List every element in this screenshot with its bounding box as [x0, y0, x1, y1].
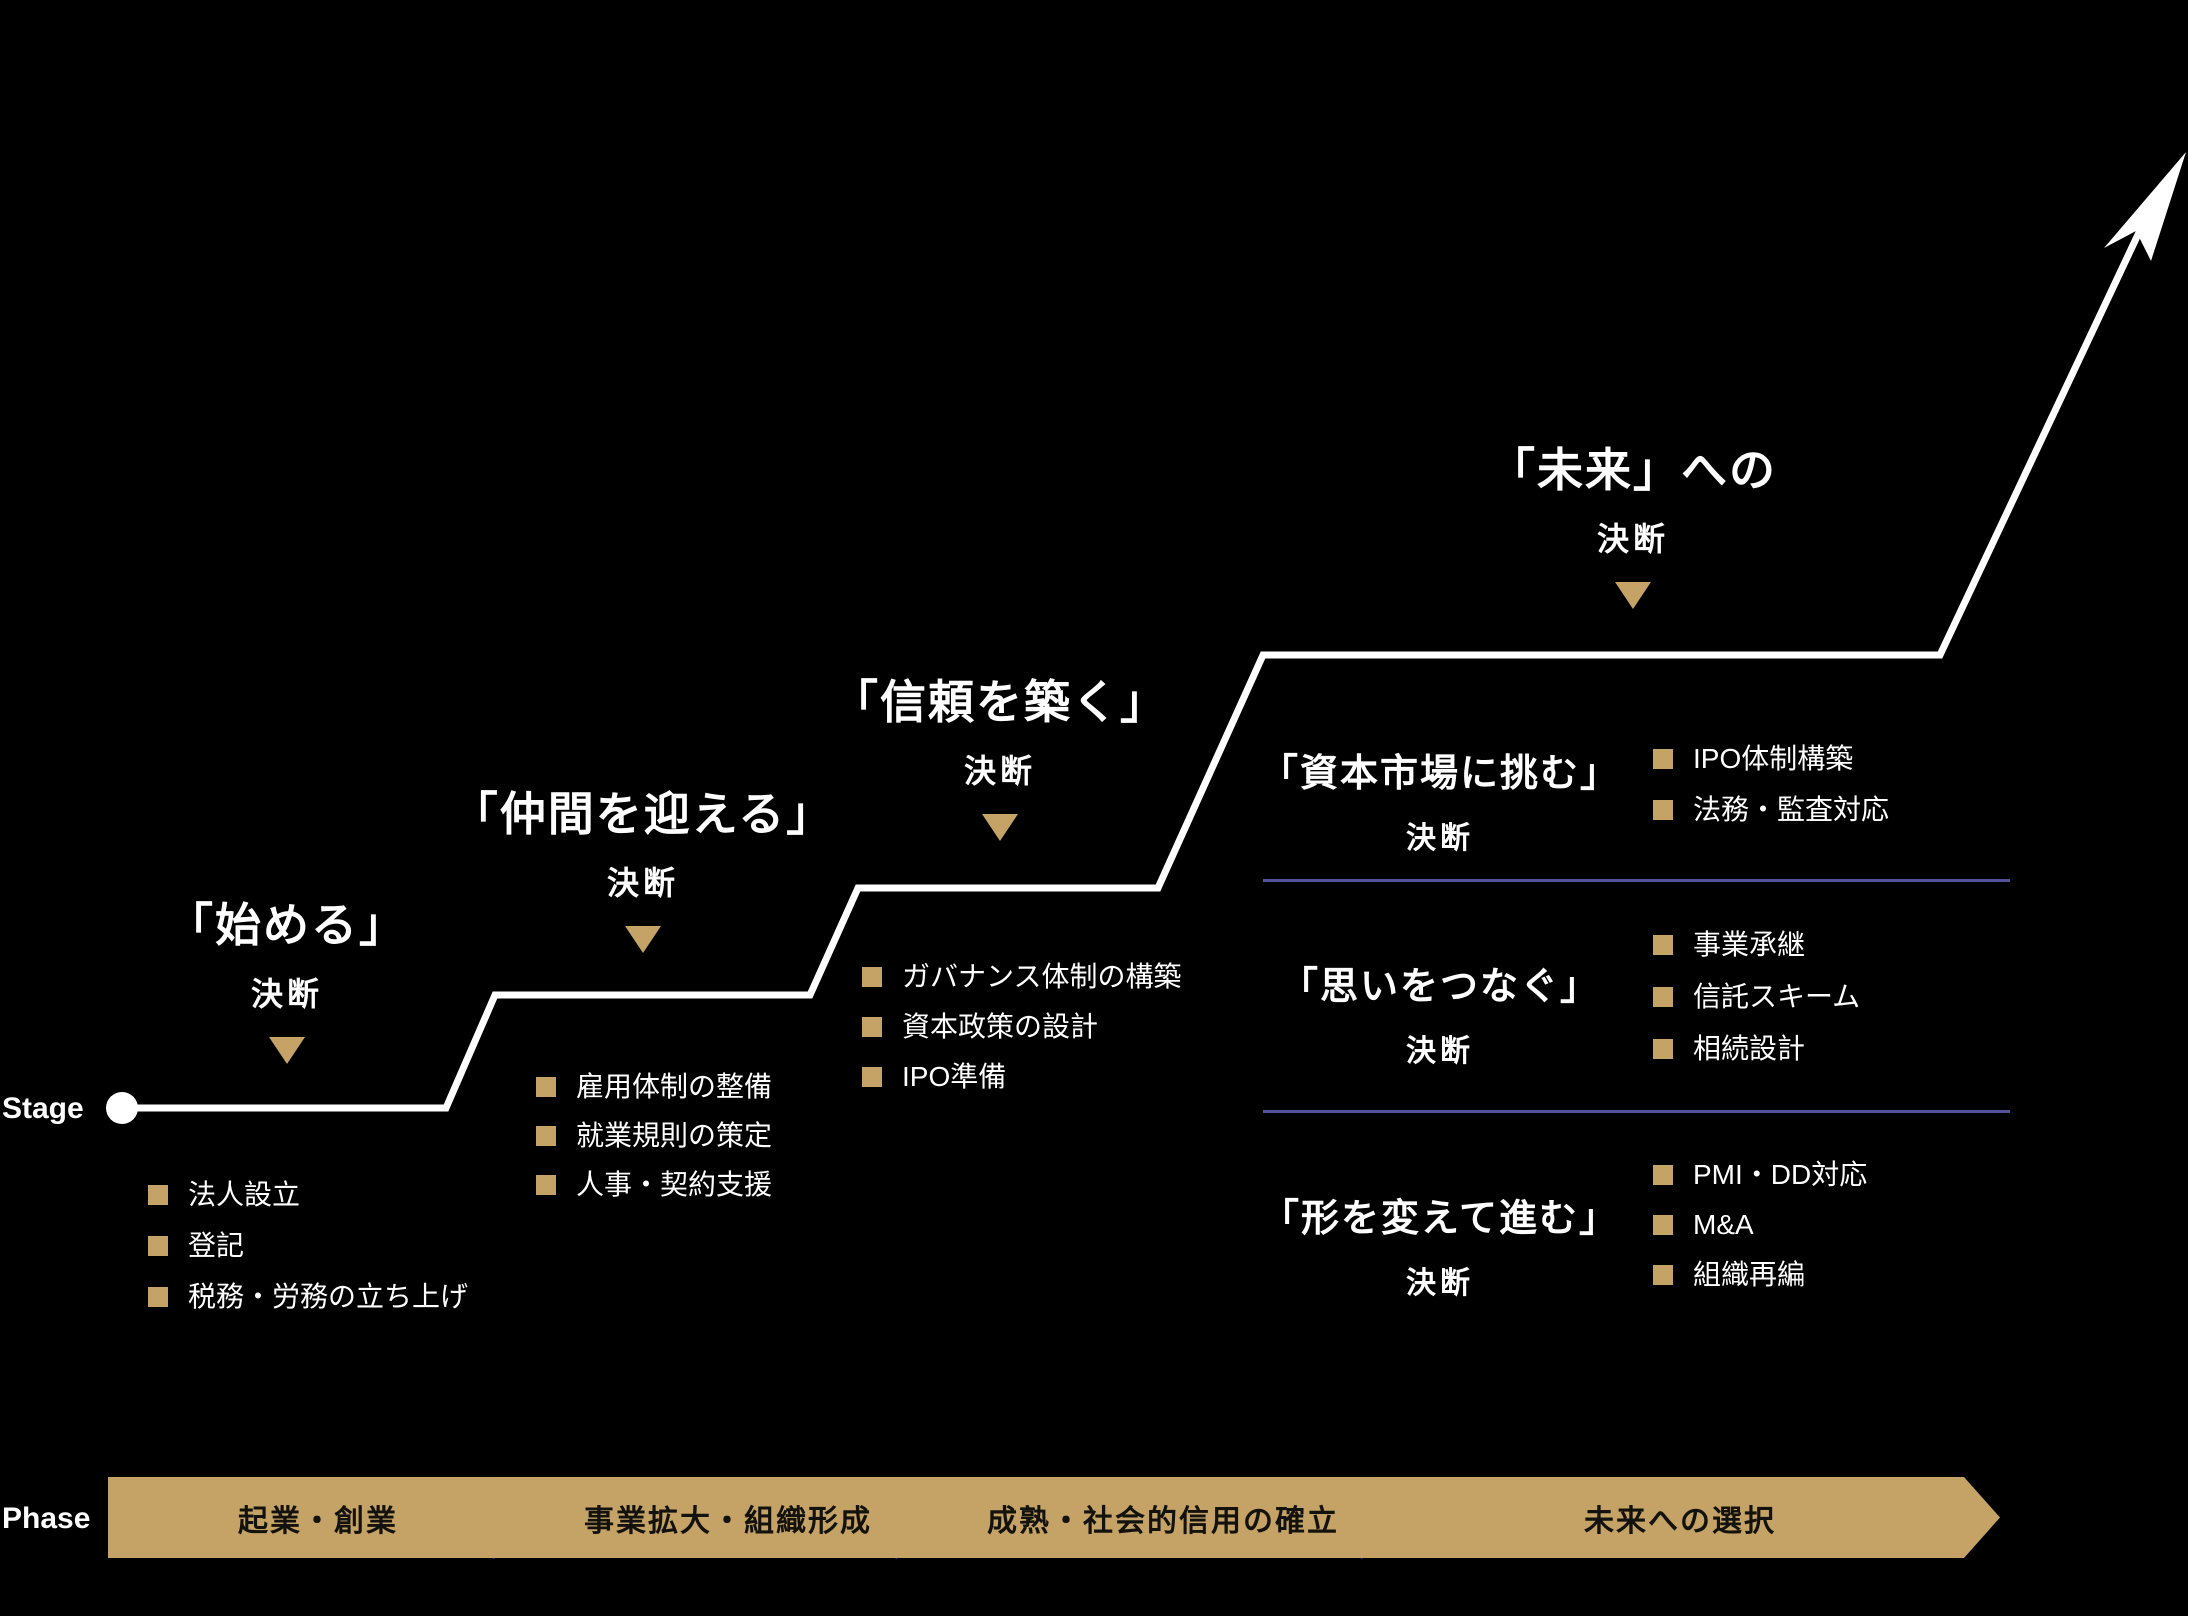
option-subtitle: 決断	[1406, 1267, 1474, 1300]
bullet-square-icon	[862, 967, 882, 987]
list-item: 雇用体制の整備	[536, 1073, 772, 1101]
decision-triangle-icon	[982, 813, 1018, 841]
list-item-label: 登記	[188, 1230, 245, 1261]
list-item-label: IPO体制構築	[1693, 743, 1854, 774]
list-item-label: ガバナンス体制の構築	[902, 961, 1182, 992]
bullet-square-icon	[148, 1287, 168, 1307]
option-capital-market: 「資本市場に挑む」 決断	[1190, 742, 1690, 857]
bullet-square-icon	[148, 1185, 168, 1205]
bullet-square-icon	[1653, 800, 1673, 820]
list-item-label: 法人設立	[188, 1179, 301, 1210]
list-item-label: 組織再編	[1693, 1259, 1806, 1290]
option-divider	[1263, 1110, 2010, 1113]
stage-title: 「信頼を築く」	[832, 676, 1168, 728]
decision-triangle-icon	[269, 1036, 305, 1064]
bullet-square-icon	[536, 1126, 556, 1146]
decision-triangle-icon	[625, 925, 661, 953]
bullet-square-icon	[1653, 1039, 1673, 1059]
list-item: PMI・DD対応	[1653, 1161, 1867, 1189]
stage-title: 「未来」への	[1489, 444, 1777, 496]
bullet-square-icon	[1653, 987, 1673, 1007]
bullet-square-icon	[1653, 1165, 1673, 1185]
stage-block-start: 「始める」 決断	[37, 900, 537, 1064]
phase-bar: 起業・創業 事業拡大・組織形成 成熟・社会的信用の確立 未来への選択	[108, 1477, 2000, 1558]
stage-axis-label: Stage	[2, 1092, 84, 1125]
bullet-square-icon	[1653, 749, 1673, 769]
list-item-label: 人事・契約支援	[576, 1169, 773, 1200]
list-item-label: PMI・DD対応	[1693, 1159, 1868, 1190]
list-item-label: 雇用体制の整備	[576, 1071, 773, 1102]
list-item-label: M&A	[1693, 1209, 1754, 1240]
bullet-square-icon	[862, 1067, 882, 1087]
list-item: M&A	[1653, 1211, 1867, 1239]
list-item-label: 信託スキーム	[1693, 981, 1861, 1012]
stage-subtitle: 決断	[1596, 520, 1669, 557]
stage-block-future: 「未来」への 決断	[1383, 445, 1883, 609]
stage-subtitle: 決断	[606, 864, 679, 901]
option-title: 「思いをつなぐ」	[1279, 966, 1600, 1008]
option-transform-list: PMI・DD対応 M&A 組織再編	[1653, 1161, 1867, 1289]
bullet-square-icon	[536, 1175, 556, 1195]
list-item-label: 事業承継	[1693, 929, 1806, 960]
bullet-square-icon	[1653, 1215, 1673, 1235]
phase-segment-label: 事業拡大・組織形成	[584, 1504, 872, 1538]
list-item: 法務・監査対応	[1653, 796, 1889, 824]
option-capital-market-list: IPO体制構築 法務・監査対応	[1653, 745, 1889, 824]
stage-block-members: 「仲間を迎える」 決断	[393, 789, 893, 953]
phase-segment-label: 未来への選択	[1584, 1504, 1776, 1538]
stage-title: 「仲間を迎える」	[451, 788, 835, 840]
list-item: IPO体制構築	[1653, 745, 1889, 773]
option-succession-list: 事業承継 信託スキーム 相続設計	[1653, 931, 1860, 1063]
growth-arrowhead-icon	[2104, 152, 2186, 261]
list-item-label: 税務・労務の立ち上げ	[188, 1281, 469, 1312]
list-item: 組織再編	[1653, 1261, 1867, 1289]
bullet-square-icon	[862, 1017, 882, 1037]
stage-subtitle: 決断	[250, 975, 323, 1012]
stage-block-trust: 「信頼を築く」 決断	[750, 677, 1250, 841]
list-item: ガバナンス体制の構築	[862, 963, 1181, 991]
option-divider	[1263, 879, 2010, 882]
option-succession: 「思いをつなぐ」 決断	[1190, 955, 1690, 1070]
phase-segment-label: 起業・創業	[238, 1504, 398, 1538]
phase-axis-label: Phase	[2, 1502, 91, 1535]
list-item: 人事・契約支援	[536, 1171, 772, 1199]
stage-start-service-list: 法人設立 登記 税務・労務の立ち上げ	[148, 1181, 468, 1311]
option-subtitle: 決断	[1406, 1035, 1474, 1068]
bullet-square-icon	[536, 1077, 556, 1097]
phase-segment-label: 成熟・社会的信用の確立	[987, 1504, 1339, 1538]
list-item: 税務・労務の立ち上げ	[148, 1283, 468, 1311]
bullet-square-icon	[1653, 935, 1673, 955]
stage-start-dot	[106, 1092, 138, 1124]
option-title: 「資本市場に挑む」	[1259, 753, 1620, 795]
list-item: IPO準備	[862, 1063, 1181, 1091]
stage-trust-service-list: ガバナンス体制の構築 資本政策の設計 IPO準備	[862, 963, 1181, 1091]
list-item: 就業規則の策定	[536, 1122, 772, 1150]
bullet-square-icon	[148, 1236, 168, 1256]
option-subtitle: 決断	[1406, 822, 1474, 855]
list-item: 信託スキーム	[1653, 983, 1860, 1011]
bullet-square-icon	[1653, 1265, 1673, 1285]
list-item: 相続設計	[1653, 1035, 1860, 1063]
list-item-label: 就業規則の策定	[576, 1120, 773, 1151]
list-item: 登記	[148, 1232, 468, 1260]
list-item-label: 法務・監査対応	[1693, 794, 1890, 825]
option-title: 「形を変えて進む」	[1260, 1198, 1620, 1240]
list-item: 事業承継	[1653, 931, 1860, 959]
stage-title: 「始める」	[167, 899, 407, 951]
stage-subtitle: 決断	[963, 752, 1036, 789]
list-item: 法人設立	[148, 1181, 468, 1209]
decision-triangle-icon	[1615, 581, 1651, 609]
list-item-label: 資本政策の設計	[902, 1011, 1099, 1042]
list-item: 資本政策の設計	[862, 1013, 1181, 1041]
stage-members-service-list: 雇用体制の整備 就業規則の策定 人事・契約支援	[536, 1073, 772, 1199]
list-item-label: 相続設計	[1693, 1033, 1806, 1064]
option-transform: 「形を変えて進む」 決断	[1190, 1187, 1690, 1302]
list-item-label: IPO準備	[902, 1061, 1007, 1092]
